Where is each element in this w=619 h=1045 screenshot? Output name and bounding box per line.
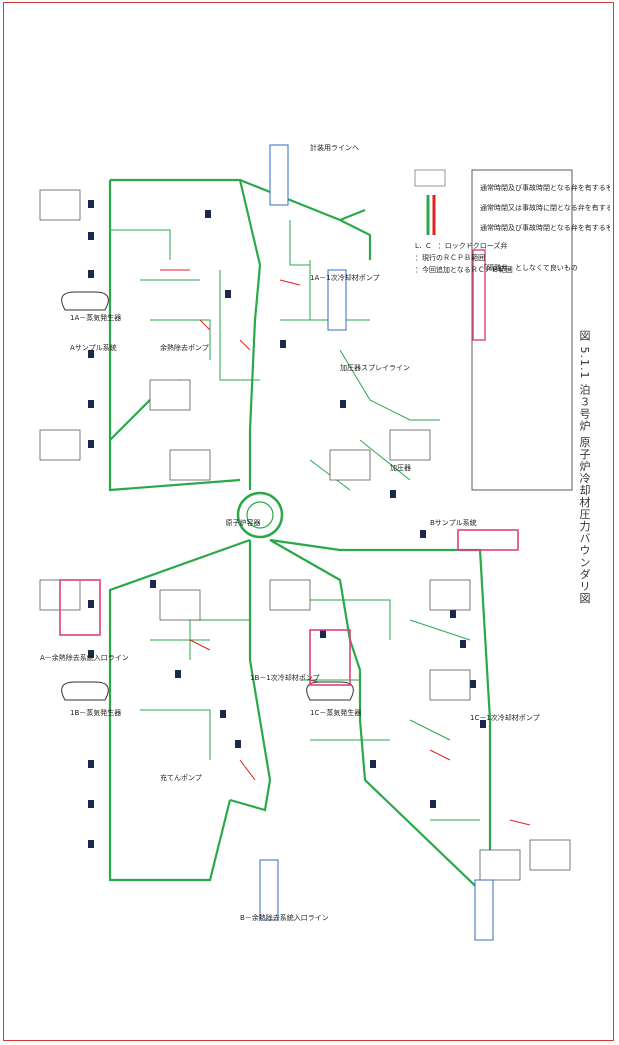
sample-a-label: Aサンプル系統 <box>70 343 117 352</box>
pump-1a-label: 1A－1次冷却材ポンプ <box>310 273 380 282</box>
legend-note-3: 通常時閉及び事故時閉となる弁を有するもののうち、Ⅱ以外のもの <box>480 223 610 232</box>
sg-1a-label: 1A－蒸気発生器 <box>70 313 121 322</box>
loop-upper <box>108 178 372 492</box>
page-border <box>3 2 614 1041</box>
callout-test-line: 計装用ラインへ <box>310 143 359 152</box>
blue-callouts <box>259 144 494 941</box>
callout-a-line: A－余熱除去系統入口ライン <box>40 653 129 662</box>
rcpb-diagram: 原子炉容器 1A－蒸気発生器 1B－蒸気発生器 1C－蒸気発生器 1A－1次冷却… <box>39 143 610 941</box>
legend <box>414 169 573 491</box>
label-boxes <box>39 189 571 881</box>
sample-b-label: Bサンプル系統 <box>430 518 477 527</box>
callout-b-line: B－余熱除去系統入口ライン <box>240 913 329 922</box>
pressurizer-label: 加圧器 <box>390 463 411 472</box>
sg-1c-label: 1C－蒸気発生器 <box>310 708 361 717</box>
core-label: 原子炉容器 <box>226 518 261 527</box>
steam-generators <box>61 291 354 701</box>
valve-symbols <box>88 200 486 848</box>
legend-note-1: 通常時閉及び事故時閉となる弁を有するもの（第２隔離弁まで） <box>480 183 610 192</box>
charging-label: 充てんポンプ <box>160 773 202 782</box>
rcpb-added-segments <box>160 269 531 826</box>
sg-1b-label: 1B－蒸気発生器 <box>70 708 121 717</box>
branch-lines <box>110 220 480 821</box>
legend-note-4: 「隔離弁」としなくて良いもの <box>480 263 578 272</box>
pink-highlights <box>59 529 519 686</box>
legend-lc: L．C ：ロックドクローズ弁 <box>415 241 507 250</box>
spray-label: 加圧器スプレイライン <box>340 363 410 372</box>
reactor-vessel <box>236 491 284 539</box>
legend-red: ：今回追加となるＲＣＰＢ範囲 <box>415 265 513 274</box>
legend-note-2: 通常時閉又は事故時に閉となる弁を有するもの（第２隔離弁まで） <box>480 203 610 212</box>
loop-lower <box>108 538 492 903</box>
pump-1b-label: 1B－1次冷却材ポンプ <box>250 673 320 682</box>
figure-caption: 図 5.1.1 泊３号炉 原子炉冷却材圧力バウンダリ図 <box>578 330 591 605</box>
pump-1c-label: 1C－1次冷却材ポンプ <box>470 713 540 722</box>
rhr-label: 余熱除去ポンプ <box>160 343 209 352</box>
legend-green: ：現行のＲＣＰＢ範囲 <box>415 253 485 262</box>
